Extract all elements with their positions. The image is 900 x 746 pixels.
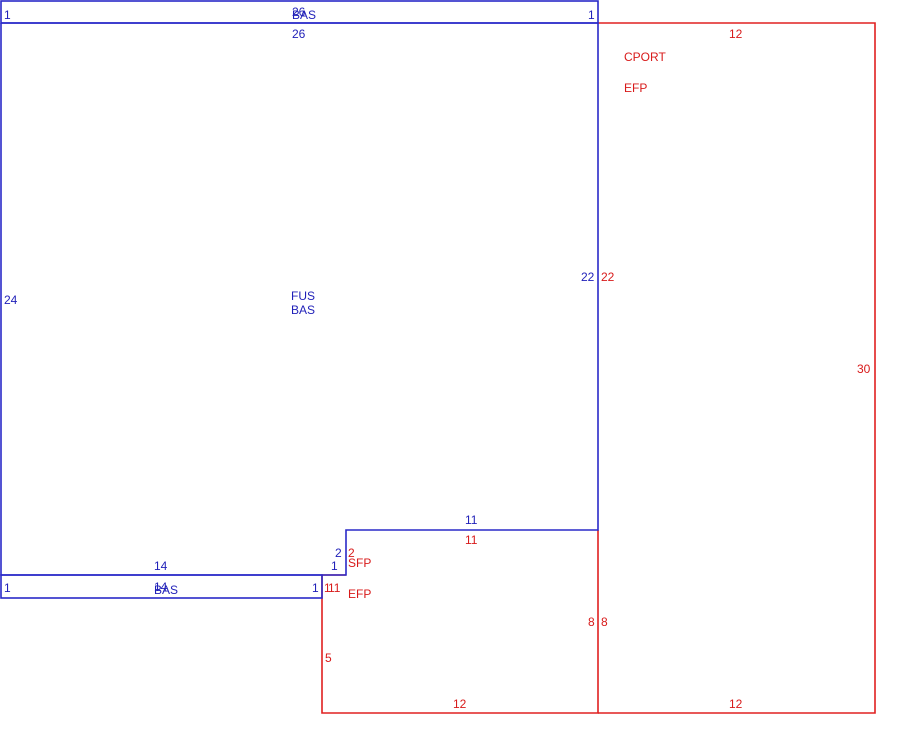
bottom-strip-right-dim: 1	[312, 581, 319, 595]
carport-bottom-dim: 12	[729, 697, 743, 711]
carport-top-dim: 12	[729, 27, 743, 41]
bottom-strip-name: BAS	[154, 583, 178, 597]
bottom-strip-overlap-14: 14	[154, 580, 168, 594]
bottom-strip-outline	[0, 574, 323, 599]
bottom-strip-left-dim: 1	[4, 581, 11, 595]
porch-name: SFP	[348, 556, 371, 570]
notch-small-dim-blue: 1	[331, 559, 338, 573]
left-height-dim: 24	[4, 293, 18, 307]
top-width-dim: 26	[292, 27, 306, 41]
bottom-width-dim: 14	[154, 559, 168, 573]
porch-small-dim-red: 1	[324, 581, 331, 595]
top-strip-name: BAS	[292, 8, 316, 22]
porch-right-dim-blue: 8	[588, 615, 595, 629]
right-height-dim-blue: 22	[581, 270, 595, 284]
porch-right-dim-red: 8	[601, 615, 608, 629]
carport-outline	[598, 22, 876, 714]
porch-bottom-dim: 12	[453, 697, 467, 711]
top-strip-right-dim: 1	[588, 8, 595, 22]
right-height-dim-red: 22	[601, 270, 615, 284]
porch-left-dim: 5	[325, 651, 332, 665]
carport-efp: EFP	[624, 81, 647, 95]
porch-efp: EFP	[348, 587, 371, 601]
notch-step-dim-blue: 2	[335, 546, 342, 560]
main-area-name-fus: FUS	[291, 289, 315, 303]
notch-step-dim-red: 2	[348, 546, 355, 560]
notch-top-dim-blue: 11	[465, 513, 478, 527]
porch-top-dim: 11	[328, 581, 341, 595]
carport-right-dim: 30	[857, 362, 871, 376]
top-strip-left-dim: 1	[4, 8, 11, 22]
notch-top-dim-red: 11	[465, 533, 478, 547]
main-area-name-bas: BAS	[291, 303, 315, 317]
top-strip-overlap-26: 26	[292, 5, 306, 19]
carport-name: CPORT	[624, 50, 666, 64]
